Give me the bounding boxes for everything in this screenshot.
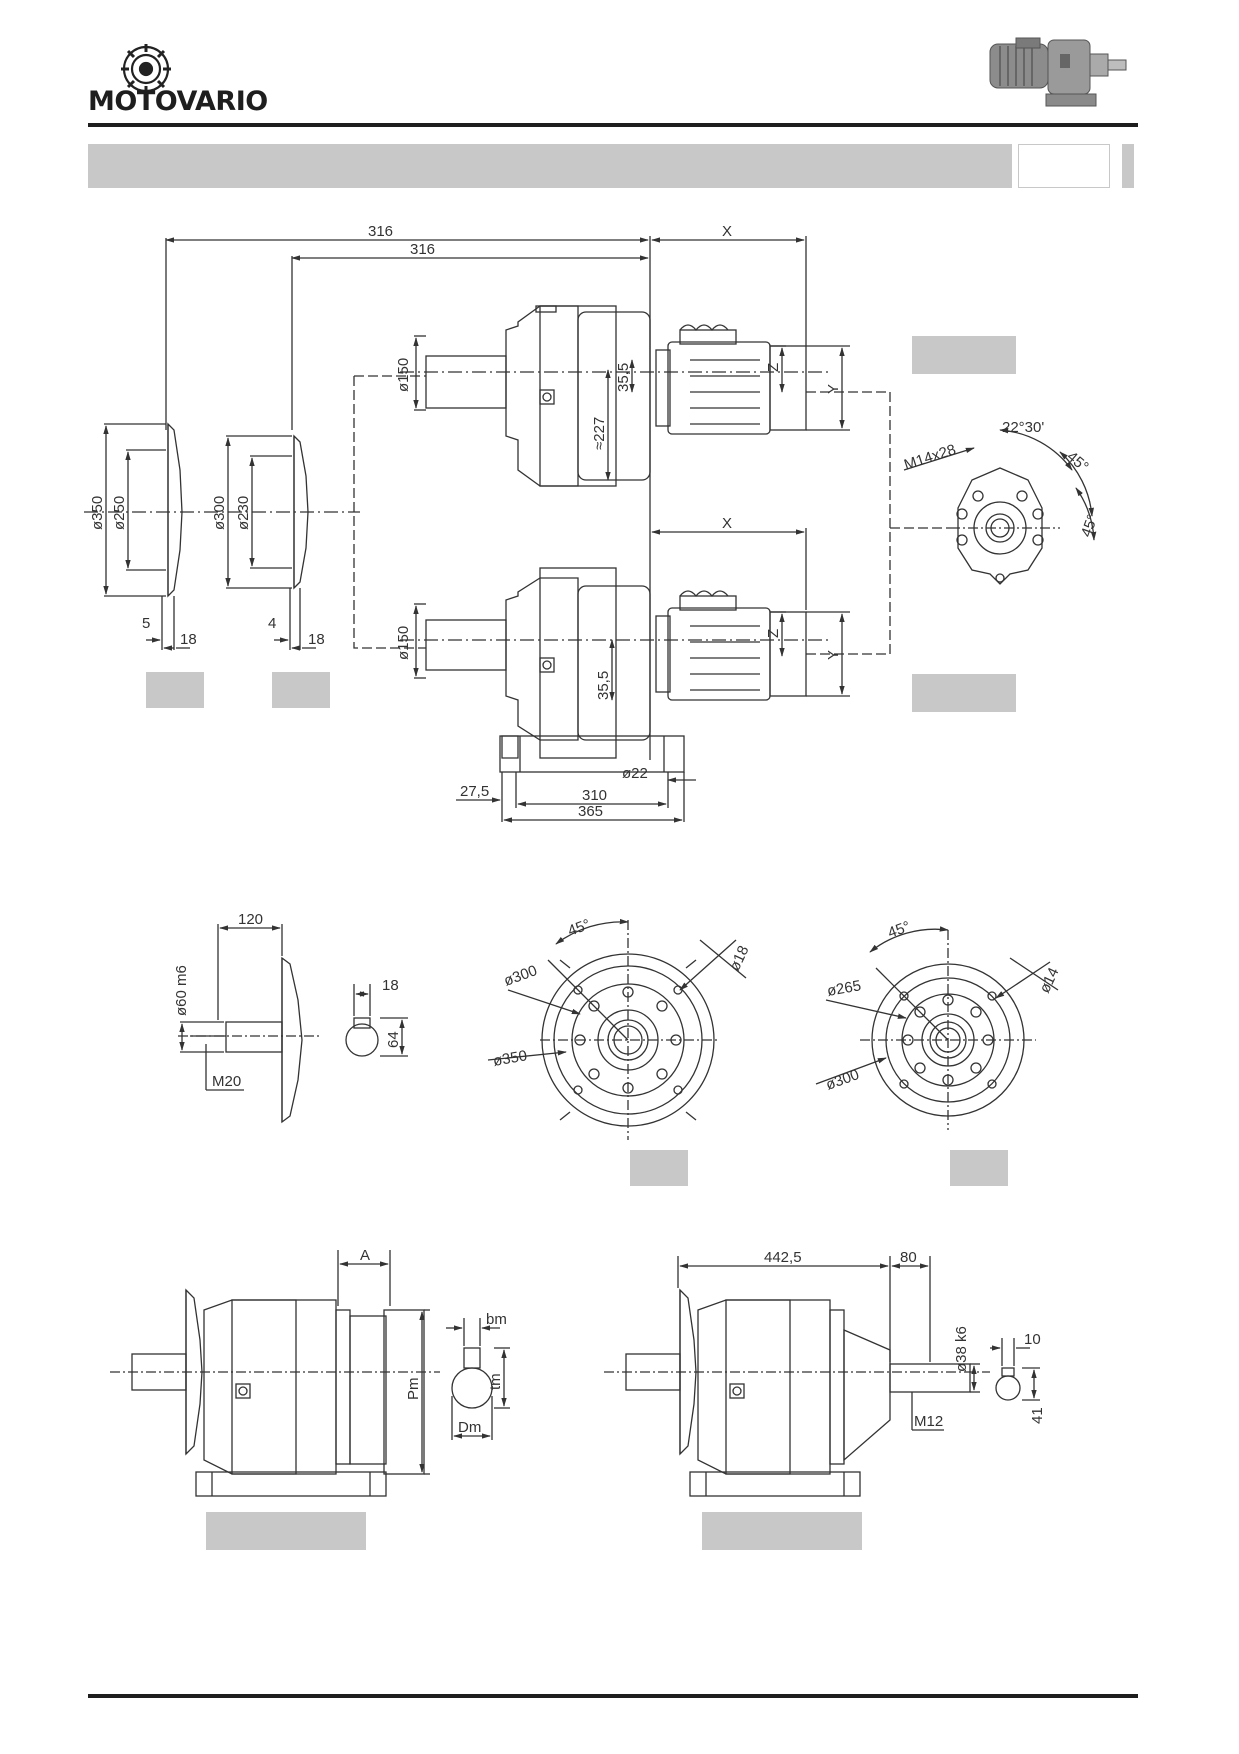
header-rule: [88, 123, 1138, 127]
dim-overall-2: 316: [410, 241, 435, 258]
output-key-height: 41: [1029, 1407, 1046, 1424]
motor-type-plate-bottom: [912, 674, 1016, 712]
product-thumbnail: [989, 37, 1127, 107]
flange-1-angle: 45°: [566, 916, 593, 940]
flange-a-thick: 18: [180, 631, 197, 648]
title-band-end: [1122, 144, 1134, 188]
hollow-shaft-plate: [206, 1512, 366, 1550]
title-band: [88, 144, 1012, 188]
output-thread: M12: [914, 1413, 943, 1430]
flange-1-outer: ø350: [492, 1047, 529, 1070]
flange-view-1-plate: [630, 1150, 688, 1186]
hollow-keyway-height: tm: [487, 1373, 504, 1390]
flange-plate-b: [272, 672, 330, 708]
motor-flange-angle-3: 45°: [1078, 512, 1102, 539]
brand-emblem-icon: [121, 44, 171, 94]
flange-1-pcd: ø300: [502, 962, 540, 990]
dim-motor-z-2: Z: [765, 629, 782, 638]
shaft-length: 120: [238, 911, 263, 928]
flange-plate-a: [146, 672, 204, 708]
foot-span: 310: [582, 787, 607, 804]
shaft-thread: M20: [212, 1073, 241, 1090]
output-diameter: ø38 k6: [953, 1326, 970, 1372]
flange-a-outer: ø350: [89, 496, 106, 530]
flange-b-gap: 4: [268, 615, 276, 632]
dim-motor-z: Z: [765, 363, 782, 372]
dim-motor-y: Y: [825, 384, 842, 394]
dim-offset: 35,5: [615, 363, 632, 392]
page-number-box: [1018, 144, 1110, 188]
flange-b-inner: ø230: [235, 496, 252, 530]
output-key-width: 10: [1024, 1331, 1041, 1348]
dim-motor-length: X: [722, 223, 732, 240]
foot-edge: 27,5: [460, 783, 489, 800]
flange-b-thick: 18: [308, 631, 325, 648]
foot-total: 365: [578, 803, 603, 820]
foot-hole: ø22: [622, 765, 648, 782]
shaft-key-height: 64: [385, 1031, 402, 1048]
shaft-key-width: 18: [382, 977, 399, 994]
flange-a-gap: 5: [142, 615, 150, 632]
motor-flange-angle-2: 45°: [1063, 448, 1091, 476]
flange-view-2-plate: [950, 1150, 1008, 1186]
hollow-bore-depth: Pm: [405, 1378, 422, 1401]
hollow-bore: Dm: [458, 1419, 481, 1436]
motor-flange-angle-1: 22°30': [1002, 419, 1044, 436]
flange-2-hole: ø14: [1036, 965, 1062, 996]
dim-shaft-dia: ø150: [395, 358, 412, 392]
shaft-diameter: ø60 m6: [173, 965, 190, 1016]
dim-housing-dia: ≈227: [591, 417, 608, 450]
flange-2-angle: 45°: [886, 918, 913, 942]
flange-a-inner: ø250: [111, 496, 128, 530]
footer-rule: [88, 1694, 1138, 1698]
flange-2-outer: ø300: [824, 1066, 862, 1094]
brand-name: MOTOVARIO: [88, 86, 268, 117]
motor-type-plate-top: [912, 336, 1016, 374]
dim-motor-y-2: Y: [825, 650, 842, 660]
brand-logo: [88, 40, 268, 120]
output-extension: 80: [900, 1249, 917, 1266]
hollow-keyway-width: bm: [486, 1311, 507, 1328]
dim-overall-1: 316: [368, 223, 393, 240]
flange-1-hole: ø18: [726, 943, 752, 974]
output-shaft-plate: [702, 1512, 862, 1550]
hollow-length: A: [360, 1247, 370, 1264]
flange-b-outer: ø300: [211, 496, 228, 530]
flange-2-pcd: ø265: [826, 977, 863, 1000]
dim-motor-length-2: X: [722, 515, 732, 532]
dim-shaft-dia-2: ø150: [395, 626, 412, 660]
dim-offset-2: 35,5: [595, 671, 612, 700]
motor-flange-thread: M14x28: [902, 441, 958, 474]
output-length: 442,5: [764, 1249, 802, 1266]
